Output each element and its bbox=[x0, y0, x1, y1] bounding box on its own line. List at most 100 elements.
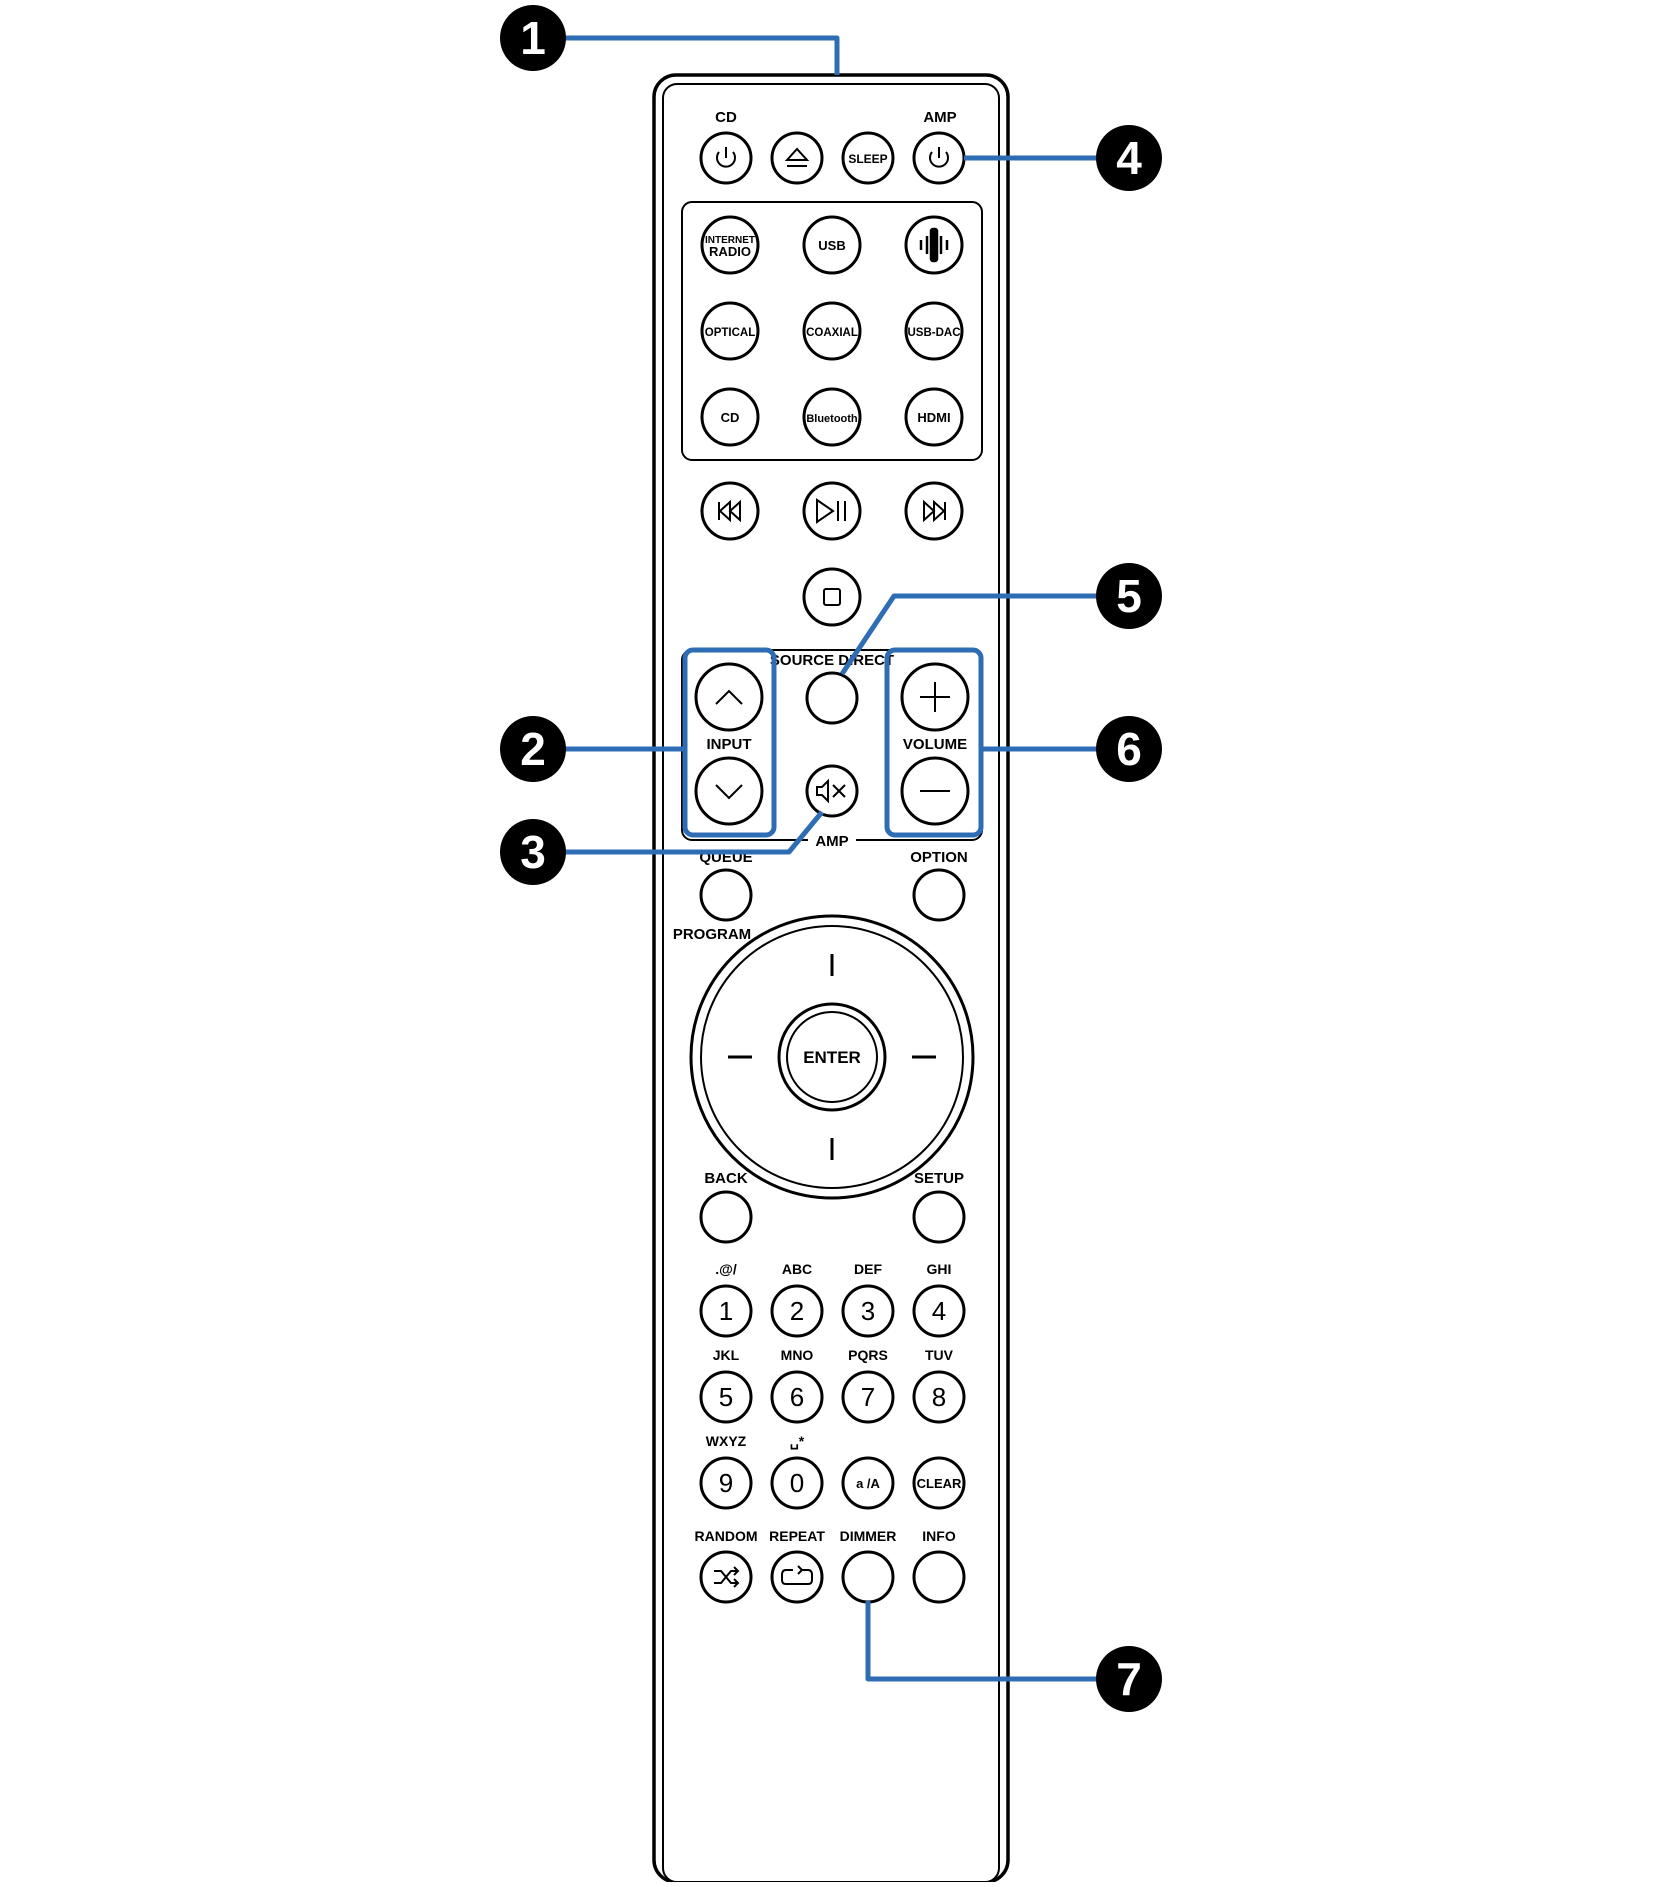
stop-button[interactable] bbox=[802, 567, 862, 627]
svg-text:5: 5 bbox=[1116, 570, 1142, 622]
callout-badge-3: 3 bbox=[500, 819, 566, 885]
number-key-3[interactable]: 3 bbox=[841, 1284, 895, 1338]
number-key-9[interactable]: 9 bbox=[699, 1456, 753, 1510]
bluetooth-label: Bluetooth bbox=[806, 413, 858, 425]
callout-box-input bbox=[682, 647, 777, 838]
input-down-button[interactable] bbox=[694, 756, 764, 826]
cd-power-label: CD bbox=[715, 109, 737, 126]
svg-text:7: 7 bbox=[1116, 1653, 1142, 1705]
amp-power-button[interactable] bbox=[912, 131, 966, 185]
input-label: INPUT bbox=[707, 736, 752, 753]
setup-label: SETUP bbox=[914, 1170, 964, 1187]
play-pause-button[interactable] bbox=[802, 481, 862, 541]
number-key-7[interactable]: 7 bbox=[841, 1370, 895, 1424]
coaxial-label: COAXIAL bbox=[806, 327, 858, 339]
next-button[interactable] bbox=[904, 481, 964, 541]
optical-label: OPTICAL bbox=[705, 327, 755, 339]
internet-radio-button[interactable]: INTERNET RADIO bbox=[700, 215, 760, 275]
hdmi-button[interactable]: HDMI bbox=[904, 387, 964, 447]
heos-icon bbox=[919, 227, 949, 263]
key-sublabel: MNO bbox=[781, 1347, 814, 1363]
number-key-clear[interactable]: CLEAR bbox=[912, 1456, 966, 1510]
heos-button[interactable] bbox=[904, 215, 964, 275]
cd-input-label: CD bbox=[721, 410, 740, 425]
queue-button[interactable] bbox=[699, 868, 753, 922]
key-label: 1 bbox=[719, 1296, 733, 1326]
callout-line-1 bbox=[560, 35, 840, 75]
skip-back-icon bbox=[718, 499, 741, 523]
svg-text:2: 2 bbox=[520, 723, 546, 775]
key-sublabel: .@/ bbox=[715, 1261, 737, 1277]
number-key-2[interactable]: 2 bbox=[770, 1284, 824, 1338]
callout-badge-6: 6 bbox=[1096, 716, 1162, 782]
number-pad: .@/1ABC2DEF3GHI4JKL5MNO6PQRS7TUV8WXYZ9␣*… bbox=[699, 1261, 966, 1510]
previous-button[interactable] bbox=[700, 481, 760, 541]
callout-line-5 bbox=[839, 593, 1100, 676]
mute-button[interactable] bbox=[805, 764, 859, 818]
play-pause-icon bbox=[816, 498, 846, 524]
power-icon bbox=[929, 147, 949, 168]
internet-radio-label-line1: INTERNET bbox=[705, 235, 755, 246]
key-label: 4 bbox=[932, 1296, 946, 1326]
chevron-down-icon bbox=[715, 784, 743, 800]
key-label: 7 bbox=[861, 1382, 875, 1412]
hdmi-label: HDMI bbox=[917, 410, 950, 425]
cd-power-button[interactable] bbox=[699, 131, 753, 185]
chevron-up-icon bbox=[715, 689, 743, 705]
svg-text:4: 4 bbox=[1116, 132, 1142, 184]
coaxial-button[interactable]: COAXIAL bbox=[802, 301, 862, 361]
program-label: PROGRAM bbox=[673, 926, 751, 943]
number-key-0[interactable]: 0 bbox=[770, 1456, 824, 1510]
usb-button[interactable]: USB bbox=[802, 215, 862, 275]
number-key-5[interactable]: 5 bbox=[699, 1370, 753, 1424]
internet-radio-label-line2: RADIO bbox=[709, 244, 751, 259]
key-sublabel: JKL bbox=[713, 1347, 740, 1363]
sleep-button[interactable]: SLEEP bbox=[841, 131, 895, 185]
key-label: 3 bbox=[861, 1296, 875, 1326]
optical-button[interactable]: OPTICAL bbox=[700, 301, 760, 361]
svg-text:3: 3 bbox=[520, 826, 546, 878]
key-sublabel: ABC bbox=[782, 1261, 812, 1277]
callout-box-volume bbox=[884, 647, 984, 838]
usb-dac-label: USB-DAC bbox=[907, 327, 960, 339]
callout-badge-7: 7 bbox=[1096, 1646, 1162, 1712]
number-key-1[interactable]: 1 bbox=[699, 1284, 753, 1338]
info-button[interactable] bbox=[912, 1550, 966, 1604]
number-key-aa[interactable]: a /A bbox=[841, 1456, 895, 1510]
enter-button[interactable]: ENTER bbox=[777, 1002, 887, 1112]
key-label: a /A bbox=[856, 1476, 880, 1491]
source-direct-button[interactable] bbox=[805, 671, 859, 725]
volume-down-button[interactable] bbox=[900, 756, 970, 826]
amp-label-gap bbox=[808, 832, 856, 848]
callout-lines bbox=[560, 35, 1100, 1682]
eject-button[interactable] bbox=[770, 131, 824, 185]
repeat-icon bbox=[781, 1565, 813, 1585]
bluetooth-button[interactable]: Bluetooth bbox=[802, 387, 862, 447]
key-sublabel: WXYZ bbox=[706, 1433, 747, 1449]
repeat-button[interactable] bbox=[770, 1550, 824, 1604]
source-direct-label: SOURCE DIRECT bbox=[770, 652, 894, 669]
key-label: 0 bbox=[790, 1468, 804, 1498]
cd-input-button[interactable]: CD bbox=[700, 387, 760, 447]
callout-badge-2: 2 bbox=[500, 716, 566, 782]
back-button[interactable] bbox=[699, 1190, 753, 1244]
key-sublabel: ␣* bbox=[790, 1433, 805, 1450]
usb-dac-button[interactable]: USB-DAC bbox=[904, 301, 964, 361]
setup-button[interactable] bbox=[912, 1190, 966, 1244]
volume-up-button[interactable] bbox=[900, 662, 970, 732]
random-label: RANDOM bbox=[695, 1528, 758, 1544]
mute-icon bbox=[816, 778, 846, 804]
eject-icon bbox=[784, 147, 810, 167]
key-sublabel: PQRS bbox=[848, 1347, 888, 1363]
option-button[interactable] bbox=[912, 868, 966, 922]
number-key-6[interactable]: 6 bbox=[770, 1370, 824, 1424]
number-key-8[interactable]: 8 bbox=[912, 1370, 966, 1424]
key-sublabel: DEF bbox=[854, 1261, 882, 1277]
input-up-button[interactable] bbox=[694, 662, 764, 732]
random-button[interactable] bbox=[699, 1550, 753, 1604]
stop-icon bbox=[823, 588, 841, 606]
info-label: INFO bbox=[922, 1528, 956, 1544]
dimmer-button[interactable] bbox=[841, 1550, 895, 1604]
number-key-4[interactable]: 4 bbox=[912, 1284, 966, 1338]
